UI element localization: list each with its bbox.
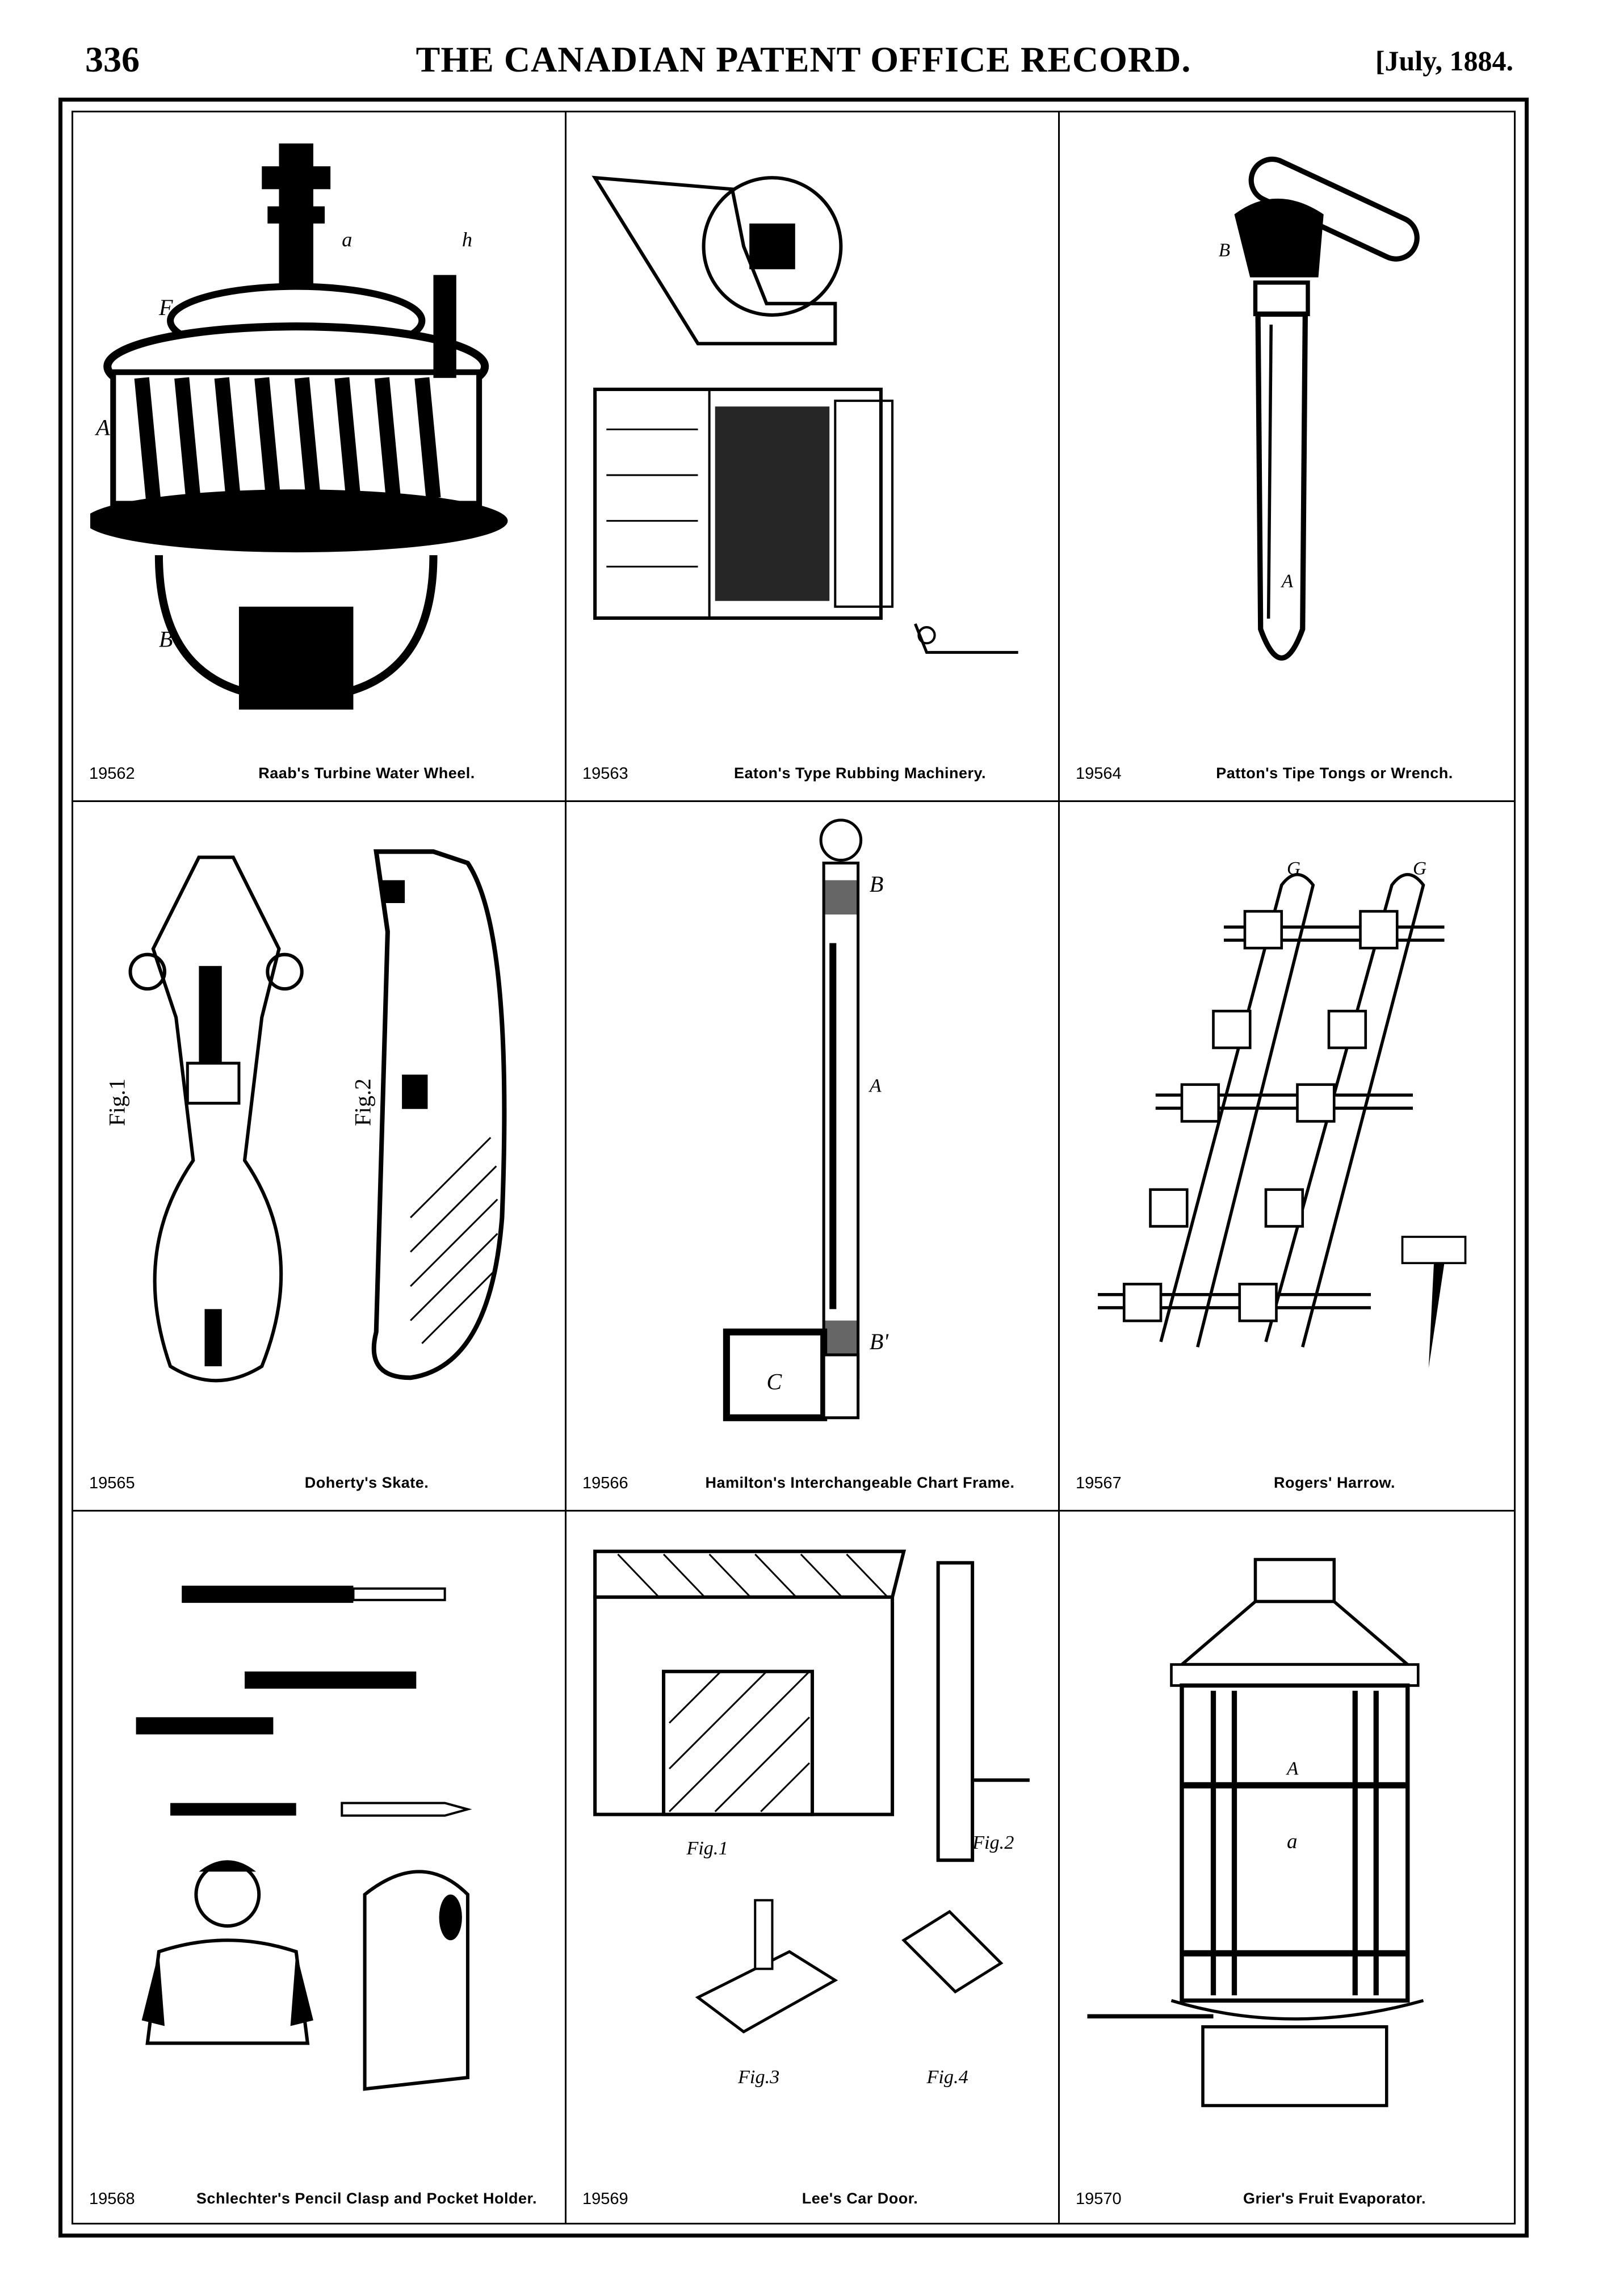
svg-text:Fig.1: Fig.1 bbox=[686, 1837, 728, 1859]
svg-text:C: C bbox=[766, 1369, 782, 1394]
patent-number: 19569 bbox=[582, 2190, 628, 2208]
patent-title: Eaton's Type Rubbing Machinery. bbox=[734, 765, 986, 782]
patent-cell-wrench: B A 19564 Patton's Tipe Tongs or Wrench. bbox=[1060, 112, 1514, 802]
patent-number: 19563 bbox=[582, 765, 628, 783]
skate-illustration: Fig.1 Fig.2 bbox=[90, 816, 548, 1447]
patent-number: 19570 bbox=[1076, 2190, 1122, 2208]
patent-caption: 19562 Raab's Turbine Water Wheel. bbox=[89, 749, 553, 783]
patent-cell-turbine: F A B h a 19562 Raab's Turbine Water Whe… bbox=[73, 112, 567, 802]
svg-text:A: A bbox=[94, 415, 110, 440]
harrow-illustration: G G bbox=[1077, 816, 1497, 1447]
svg-text:B: B bbox=[159, 626, 173, 652]
patent-title: Hamilton's Interchangeable Chart Frame. bbox=[705, 1474, 1015, 1492]
svg-text:A: A bbox=[1281, 570, 1294, 591]
chart-frame-illustration: C B B' A bbox=[584, 816, 1041, 1447]
svg-text:Fig.2: Fig.2 bbox=[972, 1832, 1014, 1853]
patent-cell-chart-frame: C B B' A 19566 Hamilton's Interchangeabl… bbox=[567, 802, 1060, 1512]
pencil-clasp-illustration bbox=[90, 1526, 548, 2160]
patent-number: 19565 bbox=[89, 1474, 135, 1492]
svg-text:a: a bbox=[1287, 1830, 1298, 1853]
svg-text:F: F bbox=[158, 295, 173, 320]
svg-text:a: a bbox=[342, 228, 352, 251]
svg-text:A: A bbox=[868, 1074, 882, 1096]
patent-number: 19568 bbox=[89, 2190, 135, 2208]
fruit-evaporator-illustration: a A bbox=[1077, 1526, 1497, 2160]
wrench-illustration: B A bbox=[1077, 127, 1497, 738]
patent-caption: 19563 Eaton's Type Rubbing Machinery. bbox=[582, 749, 1047, 783]
patent-caption: 19570 Grier's Fruit Evaporator. bbox=[1076, 2158, 1503, 2209]
svg-text:Fig.4: Fig.4 bbox=[926, 2066, 968, 2088]
patent-cell-skate: Fig.1 Fig.2 19565 Doherty's Skate. bbox=[73, 802, 567, 1512]
patent-title: Patton's Tipe Tongs or Wrench. bbox=[1216, 765, 1453, 782]
patent-title: Lee's Car Door. bbox=[802, 2190, 918, 2207]
turbine-illustration: F A B h a bbox=[84, 127, 548, 738]
patent-title: Schlechter's Pencil Clasp and Pocket Hol… bbox=[196, 2190, 538, 2207]
patent-cell-fruit-evaporator: a A 19570 Grier's Fruit Evaporator. bbox=[1060, 1512, 1514, 2223]
svg-text:G: G bbox=[1287, 858, 1300, 879]
patent-cell-pencil-clasp: 19568 Schlechter's Pencil Clasp and Pock… bbox=[73, 1512, 567, 2223]
publication-title: THE CANADIAN PATENT OFFICE RECORD. bbox=[416, 39, 1191, 79]
patent-caption: 19565 Doherty's Skate. bbox=[89, 1459, 553, 1493]
patent-caption: 19564 Patton's Tipe Tongs or Wrench. bbox=[1076, 749, 1503, 783]
patent-number: 19564 bbox=[1076, 765, 1122, 783]
patent-title: Grier's Fruit Evaporator. bbox=[1243, 2190, 1426, 2207]
car-door-illustration: Fig.1 Fig.2 Fig.3 Fig.4 bbox=[584, 1526, 1041, 2160]
type-rubbing-illustration bbox=[584, 127, 1041, 738]
patent-title: Doherty's Skate. bbox=[304, 1474, 429, 1492]
issue-date: [July, 1884. bbox=[1375, 45, 1513, 77]
page-number: 336 bbox=[85, 39, 140, 79]
svg-text:B': B' bbox=[870, 1329, 889, 1354]
patent-title: Rogers' Harrow. bbox=[1274, 1474, 1395, 1492]
svg-text:Fig.1: Fig.1 bbox=[104, 1078, 129, 1126]
patent-title: Raab's Turbine Water Wheel. bbox=[258, 765, 475, 782]
svg-text:h: h bbox=[462, 228, 472, 251]
patent-number: 19567 bbox=[1076, 1474, 1122, 1492]
svg-text:B: B bbox=[870, 871, 884, 897]
patent-number: 19566 bbox=[582, 1474, 628, 1492]
svg-text:Fig.3: Fig.3 bbox=[737, 2066, 779, 2088]
patent-number: 19562 bbox=[89, 765, 135, 783]
svg-text:B: B bbox=[1219, 240, 1230, 261]
patent-caption: 19568 Schlechter's Pencil Clasp and Pock… bbox=[89, 2158, 553, 2209]
patent-grid: F A B h a 19562 Raab's Turbine Water Whe… bbox=[73, 112, 1514, 2223]
patent-caption: 19567 Rogers' Harrow. bbox=[1076, 1459, 1503, 1493]
svg-text:G: G bbox=[1413, 858, 1426, 879]
patent-plate-inner-border: F A B h a 19562 Raab's Turbine Water Whe… bbox=[72, 111, 1516, 2224]
svg-text:A: A bbox=[1286, 1758, 1299, 1779]
patent-cell-car-door: Fig.1 Fig.2 Fig.3 Fig.4 19569 Lee's Car … bbox=[567, 1512, 1060, 2223]
patent-plate-frame: F A B h a 19562 Raab's Turbine Water Whe… bbox=[58, 98, 1529, 2238]
patent-cell-type-rubbing: 19563 Eaton's Type Rubbing Machinery. bbox=[567, 112, 1060, 802]
patent-caption: 19566 Hamilton's Interchangeable Chart F… bbox=[582, 1459, 1047, 1493]
patent-caption: 19569 Lee's Car Door. bbox=[582, 2158, 1047, 2209]
patent-cell-harrow: G G 19567 Rogers' Harrow. bbox=[1060, 802, 1514, 1512]
svg-text:Fig.2: Fig.2 bbox=[350, 1078, 376, 1126]
